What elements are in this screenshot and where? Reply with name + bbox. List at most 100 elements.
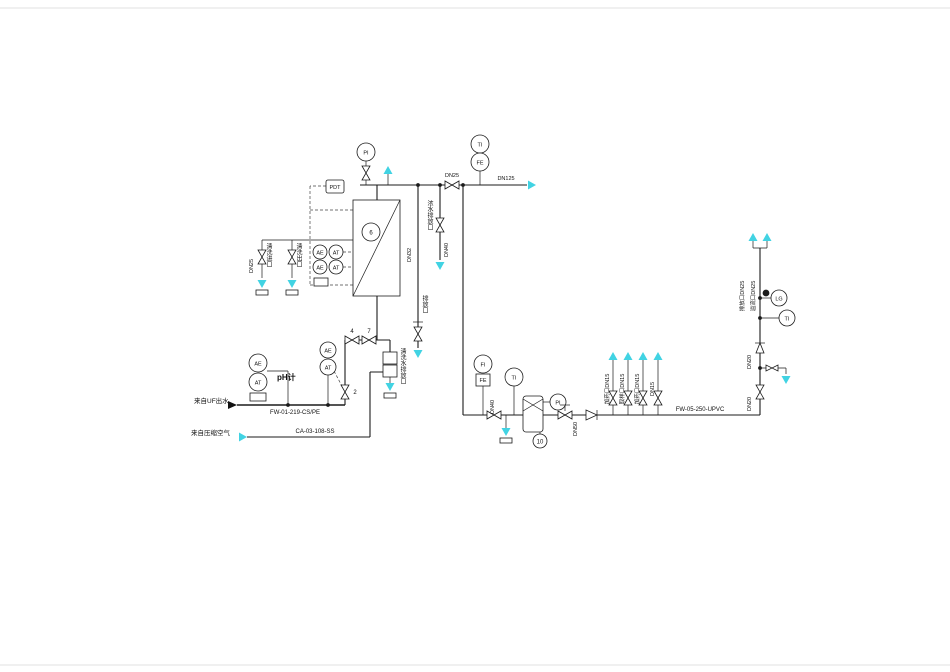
valve-symbol — [557, 410, 573, 420]
drain-port-label: 排放口 — [421, 294, 428, 314]
valve-symbol — [755, 384, 765, 400]
dn20a-label: DN20 — [747, 355, 753, 369]
ae-ph2-tag: AE — [324, 349, 332, 355]
flow-arrow-down-icon — [781, 376, 791, 384]
valve-symbol — [486, 410, 502, 420]
equipment-bubble — [361, 222, 381, 242]
pi-top-tag: PI — [363, 151, 369, 157]
valve-symbol — [413, 326, 423, 342]
dn25-top-label: DN25 — [445, 173, 459, 179]
ti-mid-tag: TI — [512, 376, 517, 382]
flow-arrow-down-icon — [385, 383, 395, 391]
flow-arrow-right-icon — [228, 401, 237, 409]
vessel-number: 10 — [537, 440, 544, 446]
dn15-label: DN15 — [650, 382, 656, 396]
flow-arrow-up-icon — [748, 233, 758, 241]
equipment-number: 6 — [369, 231, 373, 237]
drain-funnel — [255, 289, 269, 296]
source-uf-label: 来自UF出水 — [194, 396, 229, 405]
fe-top-tag: FE — [476, 161, 483, 167]
valve-symbol — [361, 165, 371, 181]
drain-funnel — [383, 392, 397, 399]
source-air-label: 来自压缩空气 — [191, 428, 231, 437]
flow-arrow-down-icon — [287, 280, 297, 288]
dn125-label: DN125 — [497, 176, 514, 182]
flush-box — [382, 351, 398, 365]
pi-top-bubble — [356, 142, 376, 162]
check-valve-symbol — [585, 409, 598, 421]
tank-riser: DN20 DN20 LG TI 排放口DN25 溢流口DN25 — [738, 233, 796, 411]
air-line: 来自压缩空气 CA-03-108-SS — [191, 428, 335, 442]
valve-symbol — [340, 384, 350, 400]
instrument-box — [313, 277, 329, 287]
flow-arrow-right-icon — [528, 180, 536, 190]
valve-symbol — [608, 390, 618, 406]
valve-symbol — [361, 335, 377, 345]
cip-drains: DN25 清洗进口 清洗出口 — [249, 242, 302, 296]
valve-symbol — [257, 249, 267, 265]
flow-arrow-up-icon — [608, 352, 618, 360]
valve-symbol — [638, 390, 648, 406]
piping — [237, 161, 787, 438]
dn20b-label: DN20 — [747, 397, 753, 411]
sampling1-label: 取样口DN15 — [618, 374, 626, 405]
flow-arrow-up-icon — [653, 352, 663, 360]
transfer-line: FI FE DN40 TI PI 10 DN50 加药口DN15 取样口DN15… — [473, 352, 725, 449]
concentrate-drain-label: 浓水排放口 — [426, 199, 433, 231]
dn40-drain-label: DN40 — [444, 243, 450, 257]
at-mem1-tag: AT — [333, 251, 340, 257]
valve-symbol — [344, 335, 360, 345]
ae-ph1-tag: AE — [254, 362, 262, 368]
flow-arrow-down-icon — [257, 280, 267, 288]
flow-arrow-up-icon — [762, 233, 772, 241]
ti-tank-tag: TI — [785, 317, 790, 323]
header-arrows — [383, 166, 536, 190]
page-edges — [0, 7, 950, 666]
lg-tag: LG — [775, 297, 782, 303]
flow-arrow-right-icon — [239, 432, 247, 442]
top-instruments: PI TI FE DN25 DN125 — [356, 134, 515, 190]
check-valve-symbol — [755, 341, 765, 354]
vessel-bubble — [532, 433, 548, 449]
dn40-mid-label: DN40 — [490, 400, 496, 414]
at-mem2-tag: AT — [333, 266, 340, 272]
instrument-box — [249, 392, 267, 402]
at-ph1-tag: AT — [255, 381, 262, 387]
valve-symbol — [287, 249, 297, 265]
vessel — [522, 395, 544, 433]
valve-symbol — [444, 180, 460, 190]
flow-arrow-down-icon — [501, 428, 511, 436]
ae-mem2-tag: AE — [316, 266, 324, 272]
ph-meter-label: pH计 — [277, 372, 296, 382]
membrane-unit: 6 — [352, 199, 401, 297]
riser-vent-label: 排放口DN25 — [738, 281, 746, 312]
pipe-product-label: FW-05-250-UPVC — [676, 407, 725, 413]
dosing1-label: 加药口DN15 — [603, 374, 611, 405]
ae-mem1-tag: AE — [316, 251, 324, 257]
valve-symbol — [435, 217, 445, 233]
flush-drain-label: 清洗水排放口 — [399, 347, 406, 385]
feed-line: 来自UF出水 FW-01-219-CS/PE 2 — [194, 384, 357, 416]
pdt-tag: PDT — [330, 185, 342, 191]
valve-number-2: 2 — [353, 390, 357, 396]
at-ph2-tag: AT — [325, 366, 332, 372]
cip-outlet-label: 清洗出口 — [295, 242, 302, 268]
valve-symbol — [765, 364, 779, 372]
valve-symbol — [653, 390, 663, 406]
signal-lines — [309, 185, 353, 389]
valve-number-4: 4 — [350, 329, 354, 335]
cip-inlet-label: 清洗进口 — [265, 242, 272, 268]
fe-mid-tag: FE — [479, 378, 486, 384]
bottom-cip: 4 7 清洗水排放口 — [344, 329, 406, 399]
dn25-cip-label: DN25 — [249, 259, 255, 273]
fe-top-bubble — [470, 152, 490, 172]
ph-instruments: AE AT pH计 AE AT — [248, 341, 337, 402]
flow-arrow-up-icon — [383, 166, 393, 174]
membrane-analyzers: AE AT AE AT — [312, 244, 344, 287]
flow-arrow-up-icon — [623, 352, 633, 360]
flow-arrow-down-icon — [435, 262, 445, 270]
pdt-instrument: PDT — [325, 179, 345, 194]
drain-funnel — [285, 289, 299, 296]
flush-box — [382, 364, 398, 378]
